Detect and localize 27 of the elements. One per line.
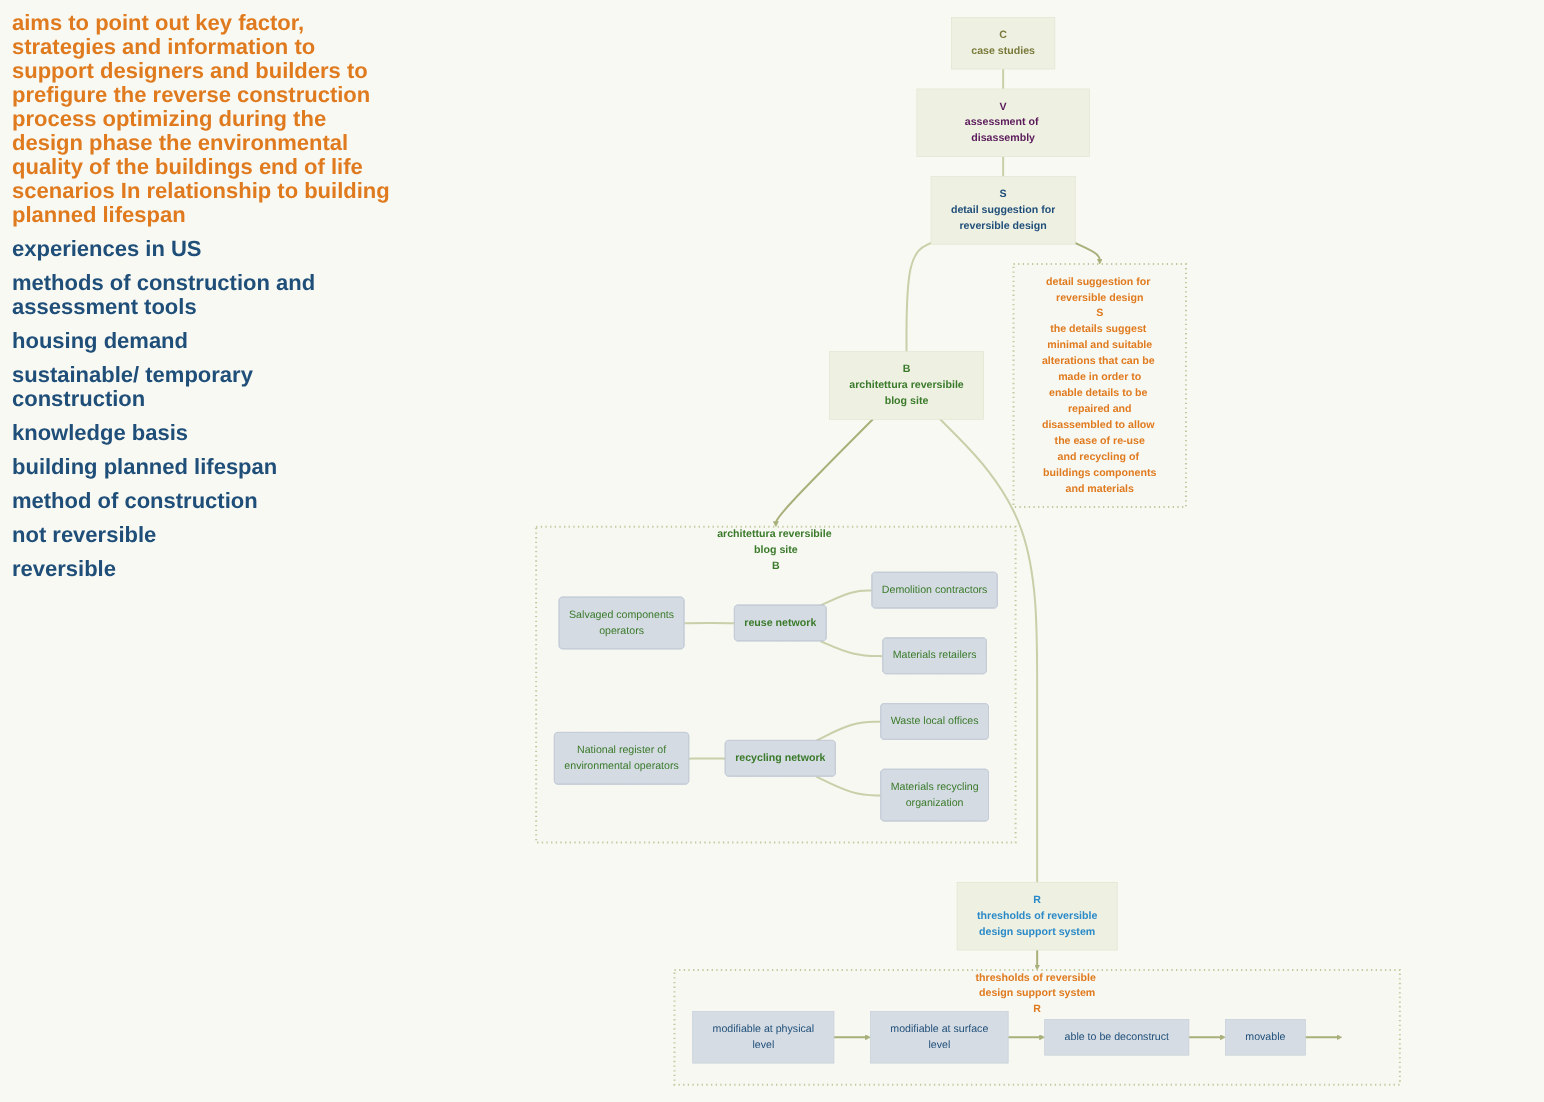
- connector: [819, 640, 885, 658]
- arrow: [1304, 1034, 1343, 1041]
- note-label: reversible: [12, 558, 118, 582]
- note-label: experiences in US: [12, 238, 204, 262]
- note-label: not reversible: [12, 524, 159, 548]
- note-label: sustainable/ temporary construction: [12, 364, 255, 412]
- connector: [1002, 155, 1005, 178]
- connector: [819, 589, 874, 607]
- arrow: [832, 1034, 871, 1041]
- connector: [688, 757, 727, 760]
- connector: [815, 720, 883, 742]
- connector: [939, 418, 1039, 884]
- note-label: methods of construction and assessment tools: [12, 272, 318, 320]
- description-text: aims to point out key factor, strategies and information to support designers and builders to prefigure the reverse construction process optimizing during the design phase the environmental quality of the buildings end of life scenarios In relationship to building planned lifespan: [12, 12, 392, 228]
- note-label: building planned lifespan: [12, 456, 280, 480]
- note-label: method of construction: [12, 490, 260, 514]
- note-label: housing demand: [12, 330, 190, 354]
- note-label: knowledge basis: [12, 422, 191, 446]
- arrow: [1187, 1034, 1226, 1041]
- connector: [905, 242, 933, 353]
- connector: [815, 775, 883, 797]
- connector: [1002, 68, 1005, 90]
- connector: [683, 622, 736, 625]
- arrow: [1034, 949, 1041, 971]
- arrow: [1007, 1034, 1045, 1041]
- arrow: [772, 418, 874, 528]
- arrow: [1074, 242, 1103, 265]
